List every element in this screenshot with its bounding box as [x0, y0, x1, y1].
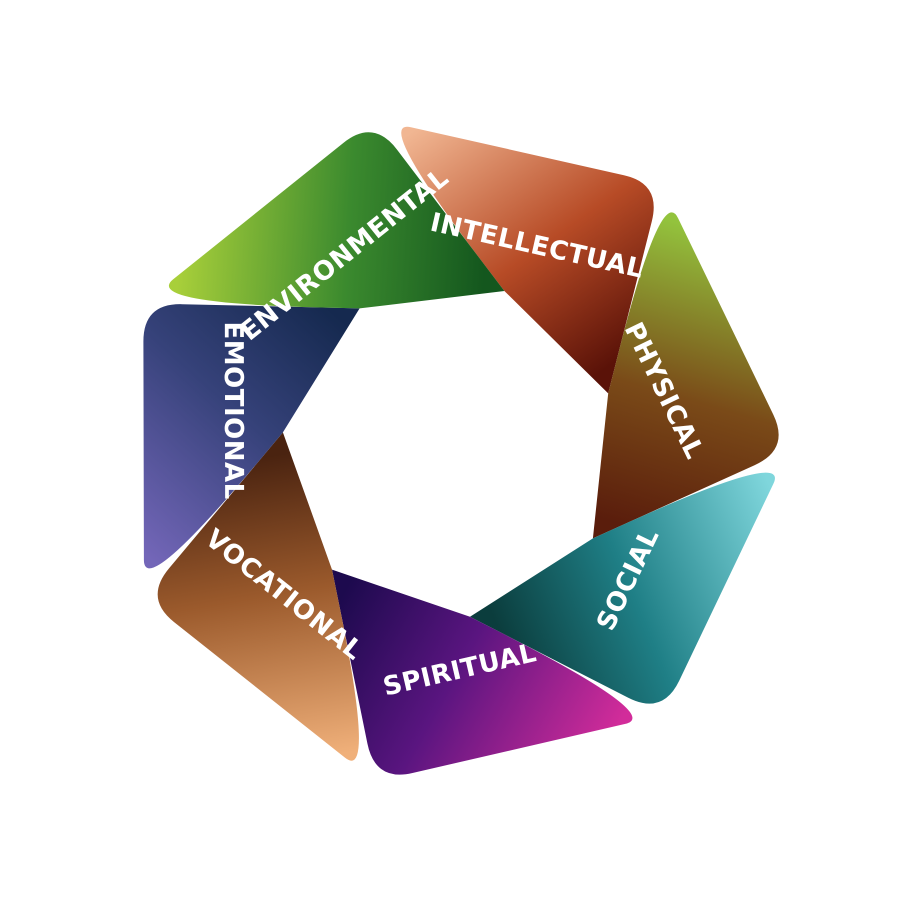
- segment-physical: [592, 212, 779, 539]
- segment-label-emotional: EMOTIONAL: [218, 321, 248, 499]
- segment-emotional: [143, 304, 360, 569]
- segment-social: [470, 472, 775, 704]
- segment-spiritual: [332, 569, 633, 775]
- segment-intellectual: [401, 126, 654, 394]
- segment-vocational: [157, 432, 359, 761]
- segment-environmental: [168, 132, 505, 309]
